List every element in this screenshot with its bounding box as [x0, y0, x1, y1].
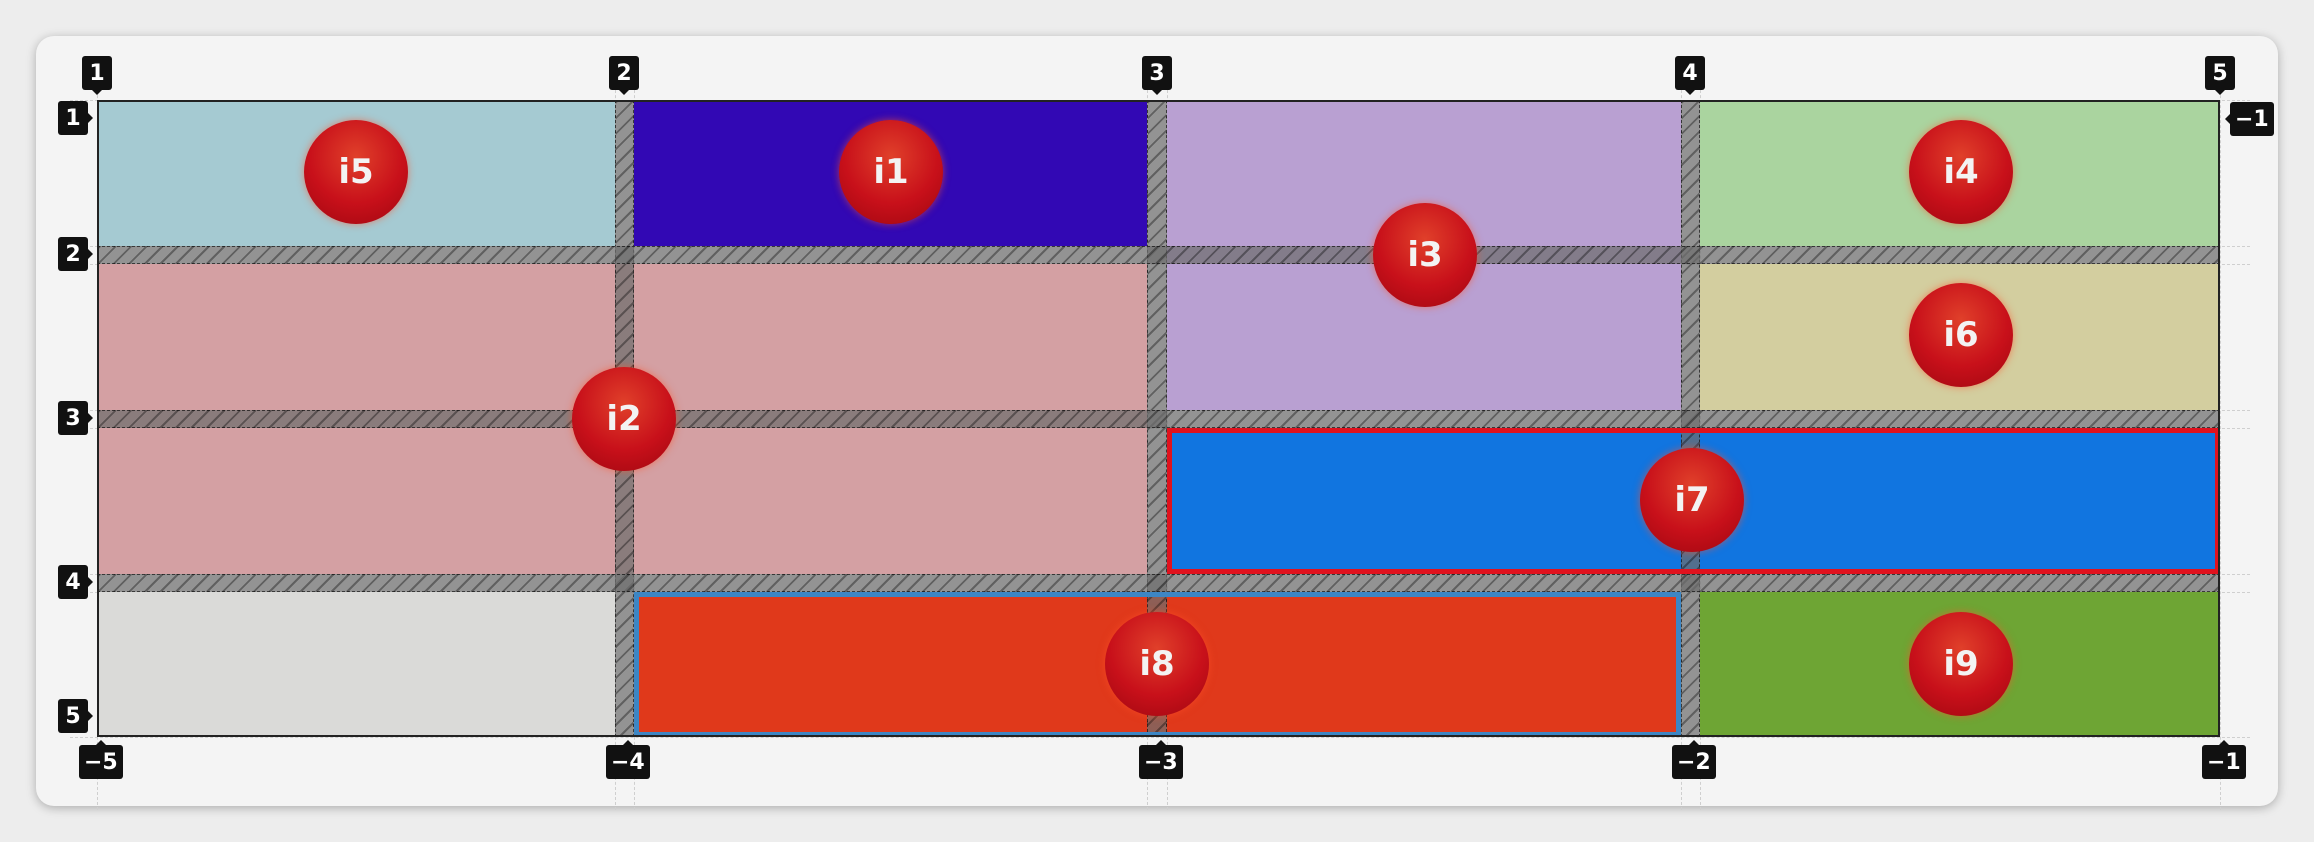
- row-gap: [97, 246, 2220, 264]
- column-line-negative-number: −5: [79, 740, 123, 779]
- item-marker-i6: i6: [1909, 283, 2013, 387]
- grid-container-outline: [97, 100, 2220, 737]
- item-marker-i3: i3: [1373, 203, 1477, 307]
- item-marker-i4: i4: [1909, 120, 2013, 224]
- row-guide-line: [70, 737, 2250, 738]
- column-line-number: 5: [2205, 56, 2235, 95]
- column-line-number: 4: [1675, 56, 1705, 95]
- column-guide-line: [2220, 70, 2221, 810]
- row-line-number: 5: [58, 699, 93, 733]
- item-marker-i5: i5: [304, 120, 408, 224]
- row-line-number: 1: [58, 101, 93, 135]
- column-line-negative-number: −3: [1139, 740, 1183, 779]
- item-marker-i7: i7: [1640, 448, 1744, 552]
- row-gap: [97, 574, 2220, 592]
- column-line-negative-number: −4: [606, 740, 650, 779]
- row-line-number: 4: [58, 565, 93, 599]
- item-marker-i8: i8: [1105, 612, 1209, 716]
- column-line-number: 1: [82, 56, 112, 95]
- column-line-negative-number: −1: [2202, 740, 2246, 779]
- column-line-negative-number: −2: [1672, 740, 1716, 779]
- empty-grid-cell: [97, 592, 615, 737]
- row-line-number: 3: [58, 401, 93, 435]
- item-marker-i9: i9: [1909, 612, 2013, 716]
- item-marker-i2: i2: [572, 367, 676, 471]
- column-line-number: 3: [1142, 56, 1172, 95]
- column-line-number: 2: [609, 56, 639, 95]
- grid-item-outline-i8: [634, 592, 1681, 737]
- row-line-number: 2: [58, 237, 93, 271]
- item-marker-i1: i1: [839, 120, 943, 224]
- row-line-negative-number: −1: [2225, 102, 2274, 136]
- grid-item-outline-i7: [1167, 428, 2220, 574]
